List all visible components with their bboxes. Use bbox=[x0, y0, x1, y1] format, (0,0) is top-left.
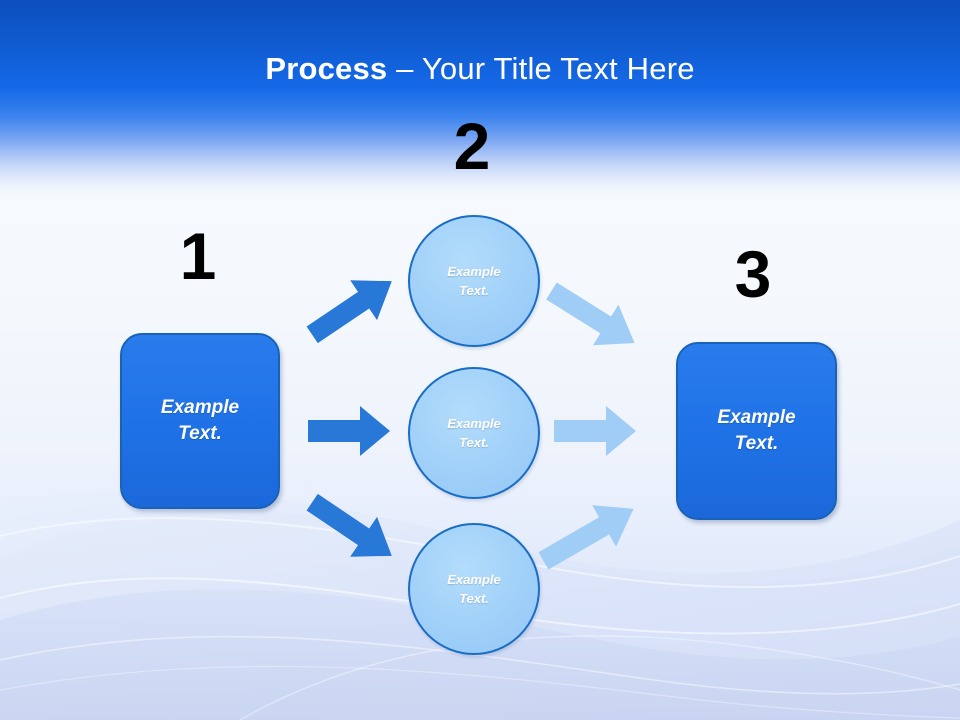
arrow-right-bot-icon bbox=[528, 492, 648, 577]
arrow-right-mid-icon bbox=[552, 401, 638, 461]
process-circle-bottom-line2: Text. bbox=[459, 591, 489, 606]
page-title: Process – Your Title Text Here bbox=[0, 50, 960, 88]
process-box-right-line2: Text. bbox=[734, 433, 779, 454]
process-circle-middle-line1: Example bbox=[447, 416, 501, 431]
process-circle-bottom-line1: Example bbox=[447, 572, 501, 587]
process-circle-bottom-label: Example Text. bbox=[447, 570, 500, 608]
process-box-right-label: Example Text. bbox=[717, 405, 795, 457]
process-circle-top-line2: Text. bbox=[459, 283, 489, 298]
arrow-left-up-icon bbox=[300, 268, 405, 348]
process-circle-middle-line2: Text. bbox=[459, 435, 489, 450]
step-number-2: 2 bbox=[453, 109, 491, 183]
process-circle-middle-label: Example Text. bbox=[447, 414, 500, 452]
step-number-3: 3 bbox=[734, 237, 772, 311]
arrow-left-mid-icon bbox=[306, 401, 392, 461]
process-box-left-label: Example Text. bbox=[161, 395, 239, 447]
process-box-left-line1: Example bbox=[160, 397, 240, 418]
process-circle-top[interactable]: Example Text. bbox=[408, 215, 540, 347]
arrow-left-down-icon bbox=[300, 489, 405, 569]
arrow-right-top-icon bbox=[538, 275, 648, 360]
process-box-left-line2: Text. bbox=[178, 423, 222, 444]
page-title-rest: – Your Title Text Here bbox=[387, 51, 695, 86]
process-box-right-line1: Example bbox=[717, 407, 796, 428]
process-box-left[interactable]: Example Text. bbox=[120, 333, 280, 509]
step-number-1: 1 bbox=[179, 219, 217, 293]
process-circle-middle[interactable]: Example Text. bbox=[408, 367, 540, 499]
process-circle-bottom[interactable]: Example Text. bbox=[408, 523, 540, 655]
process-circle-top-label: Example Text. bbox=[447, 262, 500, 300]
page-title-strong: Process bbox=[265, 51, 388, 86]
header-banner bbox=[0, 0, 960, 200]
process-box-right[interactable]: Example Text. bbox=[676, 342, 837, 520]
process-circle-top-line1: Example bbox=[447, 264, 501, 279]
